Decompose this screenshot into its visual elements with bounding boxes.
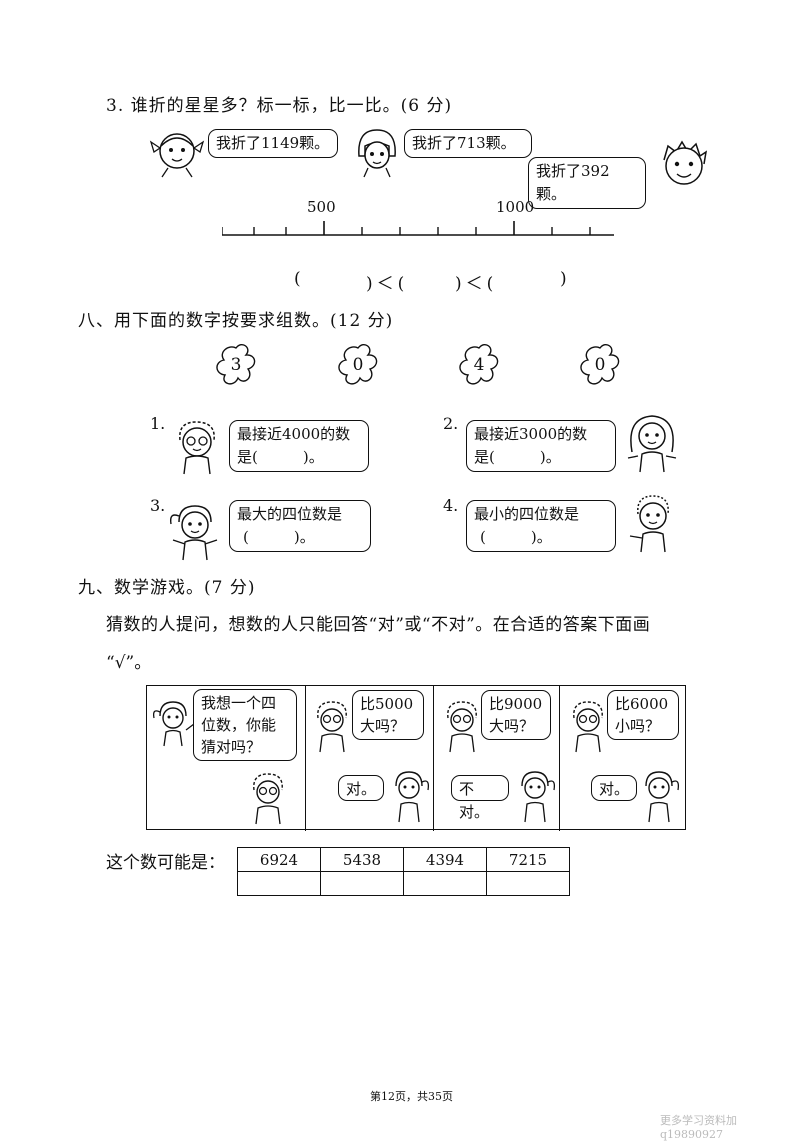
girl-ponytail-icon (636, 768, 682, 824)
girl-ponytail-icon (386, 768, 432, 824)
boy-glasses-icon (566, 698, 610, 754)
speech-bubble-panel1: 我想一个四 位数，你能 猜对吗？ (193, 689, 297, 761)
speech-bubble-item3: 最大的四位数是 ( )。 (229, 500, 371, 552)
compare-paren-close: ) (560, 269, 567, 289)
boy-glasses-icon (172, 418, 222, 476)
item-number: 4. (443, 496, 459, 515)
game-panels (146, 685, 686, 831)
instruction-line2: “√”。 (106, 653, 152, 673)
option-cell: 6924 (237, 847, 321, 872)
girl-bob-icon (354, 126, 400, 178)
panel-q-line: 猜对吗？ (201, 738, 262, 756)
watermark: 更多学习资料加q19890927 (660, 1114, 737, 1141)
speech-bubble-item1: 最接近4000的数 是( )。 (229, 420, 369, 472)
answer-table: 6924 5438 4394 7215 (237, 847, 570, 896)
digit-flower-4: 0 (576, 342, 624, 390)
instruction-line1: 猜数的人提问，想数的人只能回答“对”或“不对”。在合适的答案下面画 (106, 615, 651, 635)
option-cell: 4394 (403, 847, 487, 872)
answer-bubble-panel3: 不对。 (451, 775, 509, 821)
digit-value: 0 (352, 355, 364, 375)
item-line2: 是( )。 (237, 448, 324, 466)
digit-value: 4 (473, 355, 485, 375)
item-number: 2. (443, 414, 459, 433)
panel-q-line: 比5000 (360, 695, 414, 713)
tick-label-1000: 1000 (496, 198, 535, 216)
girl-pigtails-icon (148, 126, 206, 178)
number-line (221, 210, 622, 244)
checkmark-cell[interactable] (403, 871, 487, 896)
checkmark-cell[interactable] (237, 871, 321, 896)
item-line2: ( )。 (480, 528, 552, 546)
digit-flower-1: 3 (212, 342, 260, 390)
answer-label: 这个数可能是： (106, 853, 225, 873)
compare-paren-open: ( (294, 269, 301, 289)
girl-ponytail-icon (512, 768, 558, 824)
digit-value: 0 (594, 355, 606, 375)
compare-lt-2: )＜( (455, 274, 498, 294)
panel-2 (305, 686, 434, 831)
panel-q-line: 大吗？ (489, 717, 535, 735)
item-number: 1. (150, 414, 166, 433)
item-line1: 最小的四位数是 (474, 505, 580, 523)
panel-3 (433, 686, 560, 831)
digit-flower-2: 0 (334, 342, 382, 390)
girl-ponytail-icon (165, 500, 225, 562)
girl-long-hair-icon (624, 412, 680, 474)
answer-bubble-panel4: 对。 (591, 775, 637, 801)
girl-ponytail-icon (150, 698, 196, 748)
options-row: 6924 5438 4394 7215 (237, 847, 570, 872)
panel-q-line: 我想一个四 (201, 694, 277, 712)
speech-bubble-1149: 我折了1149颗。 (208, 129, 338, 158)
checkmark-cell[interactable] (486, 871, 570, 896)
boy-icon (654, 138, 714, 190)
panel-1 (147, 686, 306, 831)
page-number: 第12页，共35页 (370, 1090, 453, 1103)
speech-bubble-item4: 最小的四位数是 ( )。 (466, 500, 616, 552)
panel-q-line: 比9000 (489, 695, 543, 713)
section8-title: 八、用下面的数字按要求组数。(12 分) (78, 311, 394, 331)
compare-lt-1: )＜( (366, 274, 409, 294)
option-cell: 5438 (320, 847, 404, 872)
speech-bubble-713: 我折了713颗。 (404, 129, 532, 158)
q3-title: 3. 谁折的星星多？标一标，比一比。(6 分) (106, 96, 453, 116)
section9-title: 九、数学游戏。(7 分) (78, 578, 256, 598)
option-cell: 7215 (486, 847, 570, 872)
item-number: 3. (150, 496, 166, 515)
item-line2: ( )。 (243, 528, 315, 546)
panel-q-line: 小吗？ (615, 717, 661, 735)
item-line2: 是( )。 (474, 448, 561, 466)
item-line1: 最接近3000的数 (474, 425, 588, 443)
speech-bubble-panel4: 比6000 小吗？ (607, 690, 679, 740)
digit-value: 3 (230, 355, 242, 375)
boy-curly-icon (626, 492, 680, 554)
panel-q-line: 位数，你能 (201, 716, 277, 734)
tick-label-500: 500 (307, 198, 336, 216)
checkmark-row (237, 871, 570, 896)
checkmark-cell[interactable] (320, 871, 404, 896)
item-line1: 最接近4000的数 (237, 425, 351, 443)
speech-bubble-item2: 最接近3000的数 是( )。 (466, 420, 616, 472)
panel-q-line: 大吗？ (360, 717, 406, 735)
speech-bubble-panel3: 比9000 大吗？ (481, 690, 551, 740)
boy-glasses-icon (310, 698, 354, 754)
speech-bubble-panel2: 比5000 大吗？ (352, 690, 424, 740)
panel-q-line: 比6000 (615, 695, 669, 713)
boy-glasses-icon (440, 698, 484, 754)
answer-bubble-panel2: 对。 (338, 775, 384, 801)
boy-glasses-icon (246, 770, 290, 826)
digit-flower-3: 4 (455, 342, 503, 390)
item-line1: 最大的四位数是 (237, 505, 343, 523)
speech-bubble-392: 我折了392颗。 (528, 157, 646, 209)
